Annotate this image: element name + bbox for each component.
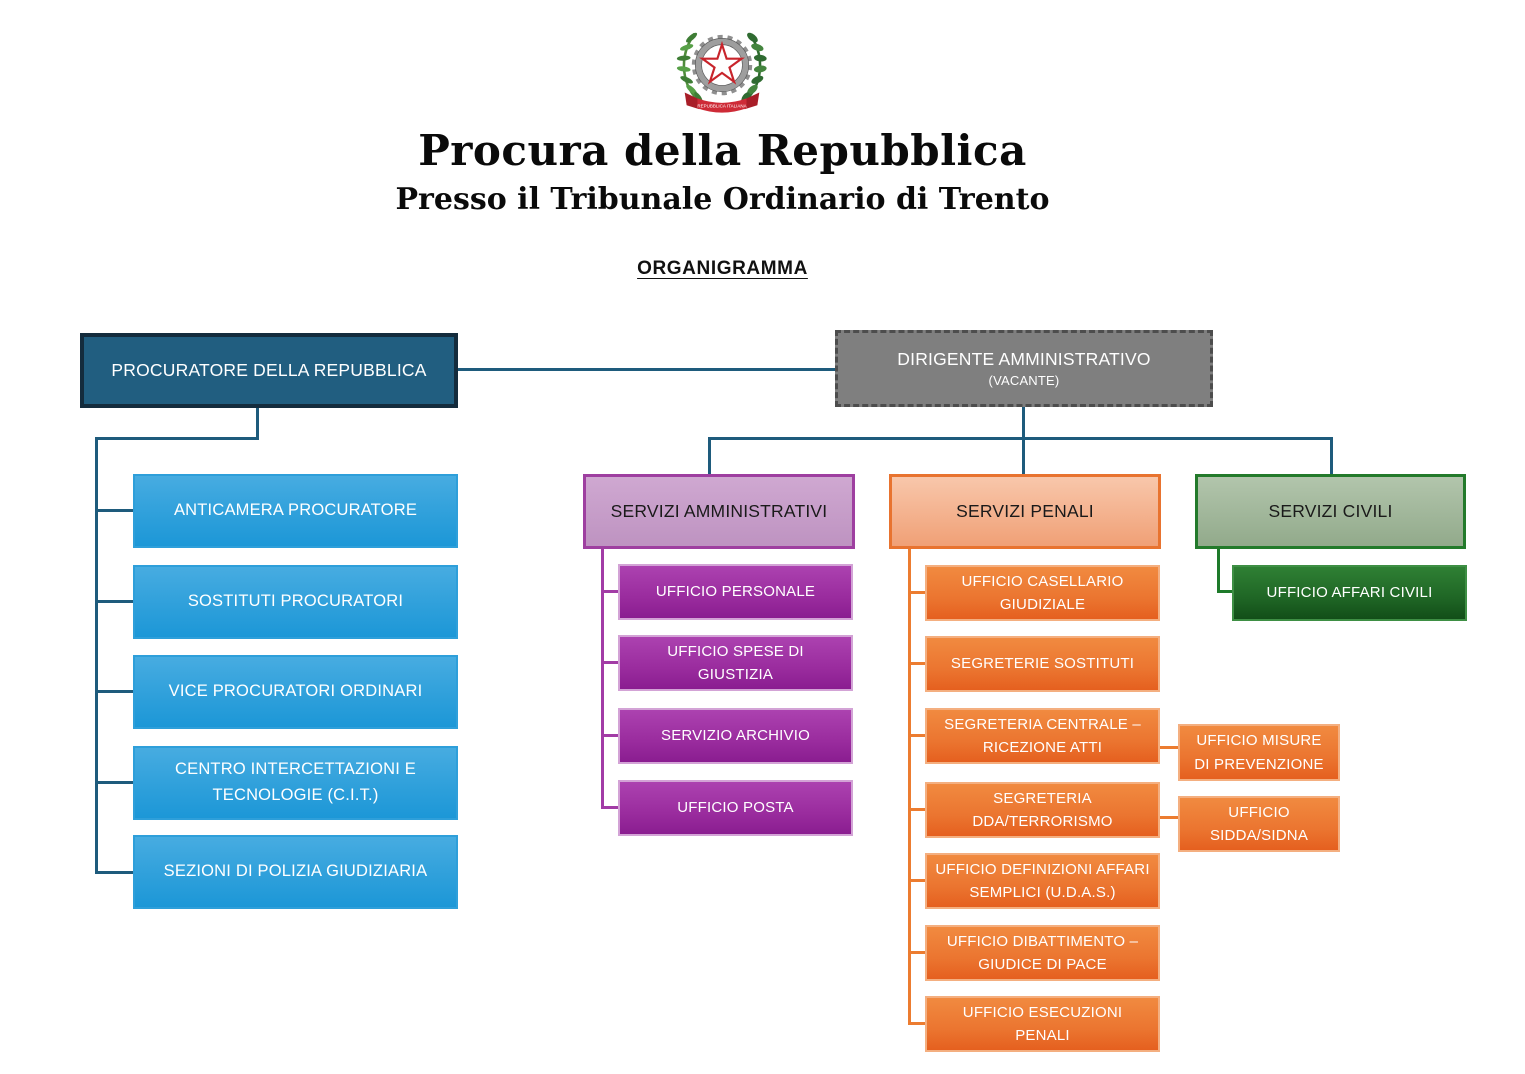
node-label: SERVIZI AMMINISTRATIVI — [610, 500, 828, 521]
node-servizi-civili: SERVIZI CIVILI — [1195, 474, 1466, 549]
node-label: UFFICIO PERSONALE — [655, 583, 816, 601]
node-servizi-penali: SERVIZI PENALI — [889, 474, 1161, 549]
connector-dirigente-down — [1022, 407, 1025, 438]
node-procuratore: PROCURATORE DELLA REPUBBLICA — [80, 333, 458, 408]
connector-left-stub-2 — [95, 600, 133, 603]
node-label: UFFICIO POSTA — [677, 799, 794, 817]
page-subtitle: Presso il Tribunale Ordinario di Trento — [395, 182, 1050, 217]
connector-root-elbow — [95, 437, 259, 440]
node-label: ANTICAMERA PROCURATORE — [173, 501, 418, 520]
connector-pen-stub-5 — [908, 879, 925, 882]
connector-drop-civili — [1330, 437, 1333, 475]
node-label: SEGRETERIE SOSTITUTI — [950, 655, 1135, 673]
connector-pen-stub-6 — [908, 951, 925, 954]
oak-branch-icon — [741, 32, 767, 104]
node-ufficio-sidda-sidna: UFFICIO SIDDA/SIDNA — [1178, 796, 1340, 852]
connector-drop-penali — [1022, 437, 1025, 475]
connector-amm-stub-4 — [601, 806, 618, 809]
ribbon-text: REPUBBLICA ITALIANA — [697, 104, 746, 109]
node-servizi-amministrativi: SERVIZI AMMINISTRATIVI — [583, 474, 855, 549]
node-procuratore-label: PROCURATORE DELLA REPUBBLICA — [111, 359, 427, 380]
node-dirigente-sublabel: (VACANTE) — [988, 372, 1060, 388]
node-sezioni-polizia-giudiziaria: SEZIONI DI POLIZIA GIUDIZIARIA — [133, 835, 458, 909]
node-segreteria-centrale-ricezione-atti: SEGRETERIA CENTRALE – RICEZIONE ATTI — [925, 708, 1160, 764]
node-vice-procuratori-ordinari: VICE PROCURATORI ORDINARI — [133, 655, 458, 729]
node-label: UFFICIO DIBATTIMENTO – GIUDICE DI PACE — [946, 932, 1139, 973]
connector-root-down — [256, 408, 259, 438]
connector-left-stub-5 — [95, 871, 133, 874]
connector-left-stub-1 — [95, 509, 133, 512]
node-sostituti-procuratori: SOSTITUTI PROCURATORI — [133, 565, 458, 639]
node-label: UFFICIO CASELLARIO GIUDIZIALE — [961, 572, 1124, 613]
connector-left-stub-4 — [95, 781, 133, 784]
italian-republic-emblem-icon: REPUBBLICA ITALIANA — [676, 32, 767, 113]
connector-pen-stub-3 — [908, 734, 925, 737]
connector-pen-stub-7 — [908, 1022, 925, 1025]
connector-pen-spine — [908, 548, 911, 1025]
node-label: SEGRETERIA DDA/TERRORISMO — [972, 789, 1113, 830]
connector-drop-amministrativi — [708, 437, 711, 475]
page-title: Procura della Repubblica — [418, 126, 1027, 175]
node-label: UFFICIO DEFINIZIONI AFFARI SEMPLICI (U.D… — [935, 860, 1150, 901]
node-ufficio-casellario-giudiziale: UFFICIO CASELLARIO GIUDIZIALE — [925, 565, 1160, 621]
node-ufficio-spese-giustizia: UFFICIO SPESE DI GIUSTIZIA — [618, 635, 853, 691]
connector-left-stub-3 — [95, 690, 133, 693]
connector-amm-stub-3 — [601, 734, 618, 737]
node-servizio-archivio: SERVIZIO ARCHIVIO — [618, 708, 853, 764]
node-label: CENTRO INTERCETTAZIONI E TECNOLOGIE (C.I… — [175, 760, 416, 804]
node-label: SERVIZI CIVILI — [1268, 500, 1393, 521]
connector-misure — [1160, 746, 1178, 749]
ribbon-icon: REPUBBLICA ITALIANA — [684, 92, 760, 113]
node-anticamera-procuratore: ANTICAMERA PROCURATORE — [133, 474, 458, 548]
node-label: UFFICIO AFFARI CIVILI — [1266, 584, 1433, 602]
star-icon — [699, 40, 745, 85]
node-label: UFFICIO ESECUZIONI PENALI — [962, 1003, 1123, 1044]
node-segreterie-sostituti: SEGRETERIE SOSTITUTI — [925, 636, 1160, 692]
node-label: SOSTITUTI PROCURATORI — [187, 592, 404, 611]
olive-branch-icon — [676, 32, 703, 104]
organigramma-label: ORGANIGRAMMA — [637, 258, 808, 279]
node-label: SERVIZI PENALI — [956, 500, 1094, 521]
node-ufficio-misure-prevenzione: UFFICIO MISURE DI PREVENZIONE — [1178, 724, 1340, 781]
connector-services-bar — [708, 437, 1333, 440]
connector-pen-stub-4 — [908, 808, 925, 811]
connector-amm-stub-2 — [601, 661, 618, 664]
node-label: SEZIONI DI POLIZIA GIUDIZIARIA — [163, 862, 428, 881]
node-ufficio-definizioni-udas: UFFICIO DEFINIZIONI AFFARI SEMPLICI (U.D… — [925, 853, 1160, 909]
connector-pen-stub-1 — [908, 591, 925, 594]
node-ufficio-affari-civili: UFFICIO AFFARI CIVILI — [1232, 565, 1467, 621]
node-label: UFFICIO SIDDA/SIDNA — [1209, 803, 1309, 844]
node-ufficio-dibattimento-giudice-pace: UFFICIO DIBATTIMENTO – GIUDICE DI PACE — [925, 925, 1160, 981]
connector-left-spine — [95, 437, 98, 874]
node-label: UFFICIO MISURE DI PREVENZIONE — [1194, 732, 1324, 773]
node-label: UFFICIO SPESE DI GIUSTIZIA — [667, 642, 804, 683]
node-segreteria-dda-terrorismo: SEGRETERIA DDA/TERRORISMO — [925, 782, 1160, 838]
node-label: VICE PROCURATORI ORDINARI — [168, 682, 423, 701]
node-ufficio-personale: UFFICIO PERSONALE — [618, 564, 853, 620]
node-ufficio-posta: UFFICIO POSTA — [618, 780, 853, 836]
connector-amm-spine — [601, 548, 604, 809]
node-dirigente-amministrativo: DIRIGENTE AMMINISTRATIVO (VACANTE) — [835, 330, 1213, 407]
connector-sidda — [1160, 816, 1178, 819]
connector-root-dirigente — [458, 368, 835, 371]
connector-civ-stub-1 — [1217, 590, 1232, 593]
node-label: SERVIZIO ARCHIVIO — [661, 727, 810, 745]
node-ufficio-esecuzioni-penali: UFFICIO ESECUZIONI PENALI — [925, 996, 1160, 1052]
node-centro-intercettazioni: CENTRO INTERCETTAZIONI E TECNOLOGIE (C.I… — [133, 746, 458, 820]
connector-pen-stub-2 — [908, 662, 925, 665]
node-label: SEGRETERIA CENTRALE – RICEZIONE ATTI — [944, 715, 1141, 756]
connector-civ-spine — [1217, 548, 1220, 593]
node-dirigente-label: DIRIGENTE AMMINISTRATIVO — [897, 348, 1151, 369]
connector-amm-stub-1 — [601, 590, 618, 593]
